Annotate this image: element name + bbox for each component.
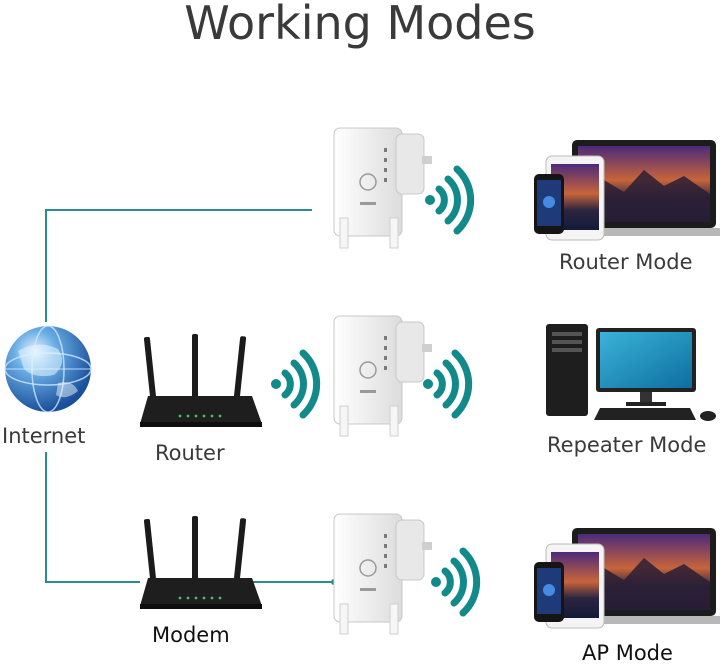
ap-mode-label: AP Mode <box>582 641 673 665</box>
router-icon <box>140 334 262 427</box>
wifi-signal-icon <box>423 353 469 415</box>
internet-to-modem-line <box>45 452 140 583</box>
modem-label: Modem <box>152 623 230 647</box>
connection-lines <box>45 209 337 585</box>
desktop-pc-icon <box>546 324 716 421</box>
router-label: Router <box>155 441 225 465</box>
router-mode-label: Router Mode <box>559 250 693 274</box>
laptop-tablet-phone-icon <box>533 527 720 629</box>
wifi-signal-icon <box>271 353 317 415</box>
laptop-tablet-phone-icon <box>533 139 720 241</box>
wifi-extender-icon <box>333 513 433 635</box>
wifi-signal-icon <box>425 169 471 231</box>
modem-icon <box>140 516 262 609</box>
internet-to-router-mode-line <box>45 209 312 322</box>
globe-icon <box>4 325 92 413</box>
wifi-extender-icon <box>333 315 433 437</box>
internet-label: Internet <box>2 424 86 448</box>
wifi-signal-icon <box>431 551 477 613</box>
repeater-mode-label: Repeater Mode <box>547 433 707 457</box>
wifi-extender-icon <box>333 127 433 249</box>
diagram-title: Working Modes <box>184 0 536 50</box>
